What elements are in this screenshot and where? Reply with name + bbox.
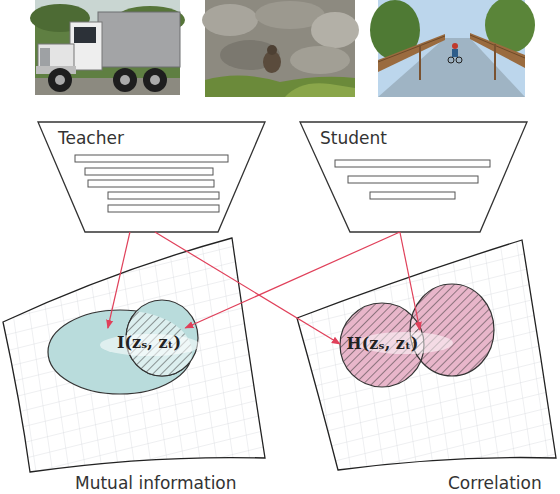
node-label: Mutual information [75, 473, 270, 493]
surface-outline [297, 240, 556, 470]
trapezoid-outline [38, 122, 265, 232]
node-label: I(zₛ, zₜ) [100, 333, 198, 353]
truck-photo [30, 0, 185, 95]
bridge-photo [370, 0, 535, 97]
arrow-connector [400, 232, 420, 330]
student-network: Student [300, 122, 527, 232]
manifold-surface: Correlation H(zₛ, zₜ) [290, 235, 560, 494]
correlation-venn [340, 284, 494, 387]
teacher-network: Teacher [38, 122, 265, 232]
arrow-connector [155, 232, 340, 344]
manifold-grid [3, 238, 265, 472]
node-label: Correlation [448, 473, 560, 493]
node-label: H(zₛ, zₜ) [340, 334, 425, 354]
node-outline [290, 235, 560, 494]
arrow-connector [108, 232, 130, 328]
surface-outline [3, 238, 265, 472]
arrow-connector [185, 232, 400, 328]
overlap-region: I(zₛ, zₜ) [100, 328, 198, 358]
trapezoid-outline [300, 122, 527, 232]
mi-venn [48, 300, 200, 394]
manifold-surface: Mutual information I(zₛ, zₜ) [0, 235, 270, 494]
node-label: Student [320, 128, 470, 148]
node-outline [0, 235, 270, 494]
manifold-grid [297, 240, 556, 470]
layer-bars [75, 155, 490, 212]
node-label: Teacher [58, 128, 208, 148]
rocks-photo [202, 0, 359, 97]
overlap-region: H(zₛ, zₜ) [340, 330, 425, 358]
